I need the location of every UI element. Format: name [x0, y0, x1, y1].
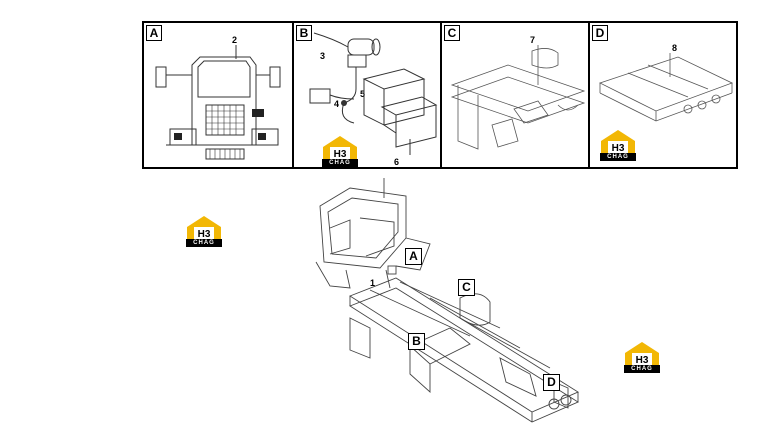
panel-b: B 3 5 4 6: [292, 23, 440, 167]
callout-1: 1: [370, 278, 376, 288]
panel-d: D 8 H3 CHAG: [588, 23, 736, 167]
h3-chag-logo-panel-d: H3 CHAG: [600, 129, 636, 161]
h3-chag-logo-left: H3 CHAG: [186, 215, 222, 247]
logo-text: CHAG: [322, 159, 358, 167]
battery-and-starter-drawing: [309, 32, 438, 155]
location-tag-c: C: [458, 279, 475, 296]
callout-6: 6: [394, 157, 400, 167]
logo-text: CHAG: [624, 365, 660, 373]
logo-mark: H3: [198, 229, 211, 240]
location-tag-b: B: [408, 333, 425, 350]
panel-a: A 2: [144, 23, 292, 167]
callout-4: 4: [334, 99, 340, 109]
h3-chag-logo-right: H3 CHAG: [624, 341, 660, 373]
detail-panel-strip: A 2 B 3: [142, 21, 738, 169]
logo-text: CHAG: [186, 239, 222, 247]
callout-5: 5: [360, 89, 366, 99]
chassis-rail-detail-c-drawing: [450, 45, 586, 150]
h3-house-icon: H3: [323, 136, 357, 160]
location-tag-a: A: [405, 248, 422, 265]
logo-mark: H3: [636, 355, 649, 366]
panel-c: C 7: [440, 23, 588, 167]
callout-2: 2: [232, 35, 238, 45]
truck-cab-front-drawing: [155, 45, 281, 160]
panel-b-letter: B: [296, 25, 312, 41]
logo-text: CHAG: [600, 153, 636, 161]
callout-8: 8: [672, 43, 678, 53]
callout-7: 7: [530, 35, 536, 45]
panel-c-letter: C: [444, 25, 460, 41]
h3-house-icon: H3: [601, 130, 635, 154]
logo-mark: H3: [612, 143, 625, 154]
h3-house-icon: H3: [187, 216, 221, 240]
chassis-rear-detail-d-drawing: [598, 53, 734, 122]
h3-chag-logo-panel-b: H3 CHAG: [322, 135, 358, 167]
panel-a-letter: A: [146, 25, 162, 41]
truck-chassis-main-drawing: [315, 178, 579, 423]
logo-mark: H3: [334, 149, 347, 160]
panel-d-letter: D: [592, 25, 608, 41]
location-tag-d: D: [543, 374, 560, 391]
callout-3: 3: [320, 51, 326, 61]
h3-house-icon: H3: [625, 342, 659, 366]
cab-connector-box: [387, 265, 397, 275]
